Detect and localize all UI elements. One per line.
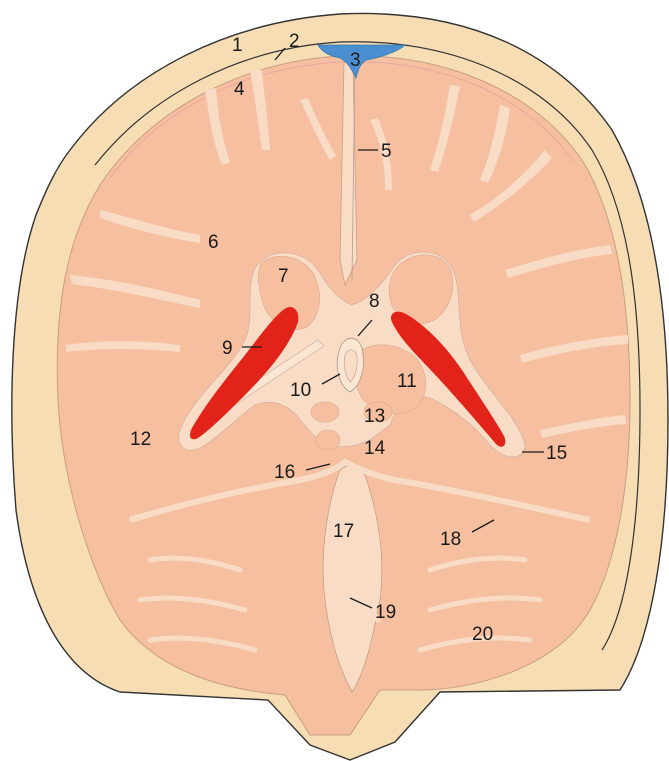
label-15: 15 [546, 443, 567, 464]
label-11: 11 [397, 371, 417, 392]
label-14: 14 [364, 438, 386, 459]
brainstem-14 [316, 430, 340, 450]
label-19: 19 [375, 602, 396, 623]
label-16: 16 [274, 462, 295, 483]
label-3: 3 [350, 50, 361, 71]
brainstem-13 [311, 402, 339, 422]
label-18: 18 [440, 529, 461, 550]
label-20: 20 [472, 624, 493, 645]
label-8: 8 [369, 291, 380, 312]
label-17: 17 [333, 521, 354, 542]
label-12: 12 [130, 429, 151, 450]
label-2: 2 [289, 31, 300, 52]
label-4: 4 [234, 79, 245, 100]
label-1: 1 [232, 35, 243, 56]
label-5: 5 [381, 141, 392, 162]
label-6: 6 [208, 232, 219, 253]
label-13: 13 [364, 406, 385, 427]
label-9: 9 [222, 338, 233, 359]
label-7: 7 [278, 266, 289, 287]
label-10: 10 [290, 380, 311, 401]
